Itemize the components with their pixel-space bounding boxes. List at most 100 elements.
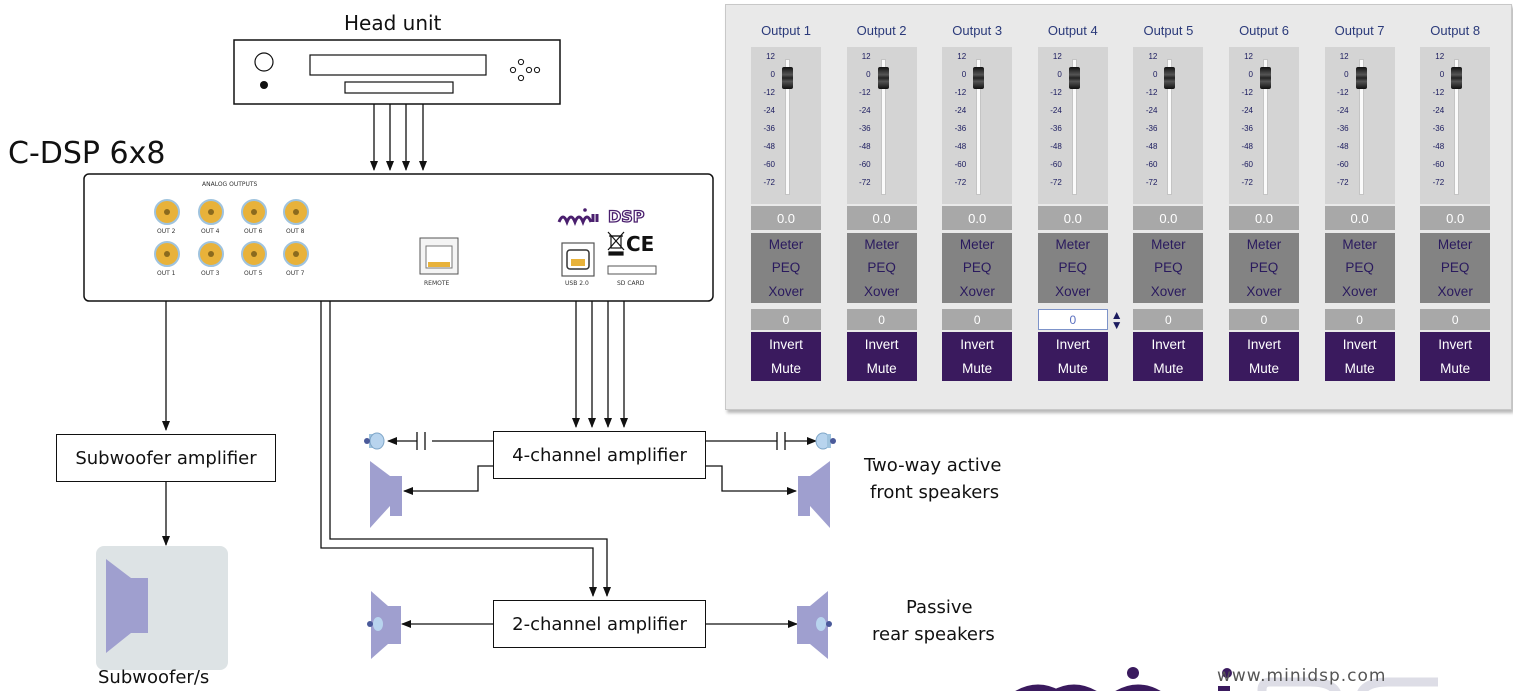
peq-button[interactable]: PEQ: [867, 260, 896, 276]
meter-button[interactable]: Meter: [1437, 237, 1473, 253]
xover-button[interactable]: Xover: [1150, 283, 1187, 299]
usb-port: [561, 242, 595, 277]
invert-button[interactable]: Invert: [1438, 336, 1473, 352]
scale-tick-label: -48: [1337, 142, 1349, 151]
gain-value[interactable]: 0.0: [942, 206, 1013, 230]
peq-button[interactable]: PEQ: [962, 260, 992, 276]
scale-tick-label: -48: [1050, 142, 1062, 151]
gain-slider-knob[interactable]: [1164, 67, 1176, 89]
gain-value[interactable]: 0.0: [846, 206, 917, 230]
gain-value[interactable]: 0.0: [1420, 206, 1491, 230]
output-title: Output 6: [1239, 23, 1289, 38]
invert-mute-buttons: Invert Mute: [846, 332, 917, 381]
gain-slider-track[interactable]: [1167, 59, 1173, 195]
xover-button[interactable]: Xover: [1246, 283, 1282, 299]
delay-spinner-arrows[interactable]: ▲▼: [1110, 308, 1123, 332]
invert-button[interactable]: Invert: [1247, 336, 1281, 352]
invert-button[interactable]: Invert: [1055, 336, 1090, 352]
gain-slider-track[interactable]: [1358, 59, 1364, 195]
meter-button[interactable]: Meter: [1342, 237, 1377, 253]
scale-tick-label: 12: [766, 52, 775, 61]
mute-button[interactable]: Mute: [1153, 361, 1184, 377]
gain-slider-track[interactable]: [976, 59, 982, 195]
xover-button[interactable]: Xover: [1055, 283, 1091, 299]
dsp-to-4ch-arrows: [572, 301, 628, 428]
peq-button[interactable]: PEQ: [1345, 260, 1374, 276]
meter-button[interactable]: Meter: [959, 237, 995, 253]
delay-input[interactable]: 0: [1324, 309, 1395, 330]
mute-button[interactable]: Mute: [866, 361, 897, 377]
delay-input[interactable]: 0: [751, 309, 821, 330]
peq-button[interactable]: PEQ: [1154, 260, 1183, 276]
gain-slider-track[interactable]: [1071, 59, 1077, 195]
xover-button[interactable]: Xover: [768, 283, 804, 299]
out-label: OUT 7: [286, 270, 305, 277]
meter-button[interactable]: Meter: [864, 237, 899, 253]
gain-slider-knob[interactable]: [1451, 67, 1463, 89]
xover-button[interactable]: Xover: [1437, 283, 1473, 299]
meter-button[interactable]: Meter: [1246, 237, 1282, 253]
gain-slider-knob[interactable]: [1260, 67, 1271, 89]
mute-button[interactable]: Mute: [770, 361, 801, 377]
gain-value[interactable]: 0.0: [1229, 206, 1299, 230]
invert-button[interactable]: Invert: [864, 336, 899, 352]
scale-tick-label: -60: [954, 160, 967, 169]
mute-button[interactable]: Mute: [1344, 361, 1375, 377]
peq-button[interactable]: PEQ: [1058, 260, 1088, 276]
peq-button[interactable]: PEQ: [1249, 260, 1279, 276]
meter-button[interactable]: Meter: [768, 237, 804, 253]
peq-button[interactable]: PEQ: [771, 260, 801, 276]
right-rear-speaker-icon: [797, 591, 832, 659]
gain-slider-knob[interactable]: [973, 67, 985, 89]
xover-button[interactable]: Xover: [959, 283, 995, 299]
invert-button[interactable]: Invert: [960, 336, 995, 352]
delay-input[interactable]: 0: [1420, 309, 1491, 330]
gain-slider-knob[interactable]: [782, 67, 793, 89]
scale-tick-label: -36: [1337, 124, 1349, 133]
mute-button[interactable]: Mute: [962, 361, 993, 377]
peq-button[interactable]: PEQ: [1440, 260, 1470, 276]
scale-tick-label: -36: [1050, 124, 1062, 133]
output-title: Output 8: [1430, 23, 1481, 38]
xover-button[interactable]: Xover: [1341, 283, 1378, 299]
scale-tick-label: -36: [1241, 124, 1253, 133]
gain-value[interactable]: 0.0: [751, 206, 821, 230]
processing-buttons: Meter PEQ Xover: [1037, 233, 1108, 303]
invert-button[interactable]: Invert: [1342, 336, 1377, 352]
invert-button[interactable]: Invert: [1151, 336, 1186, 352]
mute-button[interactable]: Mute: [1057, 361, 1088, 377]
sd-card-label: SD CARD: [617, 280, 645, 287]
gain-slider-track[interactable]: [1454, 59, 1460, 195]
invert-mute-buttons: Invert Mute: [942, 332, 1013, 381]
gain-slider-track[interactable]: [785, 59, 790, 195]
gain-value[interactable]: 0.0: [1133, 206, 1204, 230]
meter-button[interactable]: Meter: [1055, 237, 1091, 253]
gain-slider-knob[interactable]: [877, 67, 889, 89]
gain-value[interactable]: 0.0: [1037, 206, 1108, 230]
weee-symbol: [607, 231, 625, 256]
invert-button[interactable]: Invert: [769, 336, 803, 352]
head-to-dsp-arrows: [370, 104, 427, 171]
delay-input[interactable]: 0: [1133, 309, 1204, 330]
meter-button[interactable]: Meter: [1151, 237, 1186, 253]
remote-port: [419, 237, 459, 275]
delay-input[interactable]: 0: [1229, 309, 1299, 330]
delay-input[interactable]: 0: [1037, 309, 1108, 330]
mute-button[interactable]: Mute: [1440, 361, 1471, 377]
delay-input[interactable]: 0: [846, 309, 917, 330]
xover-button[interactable]: Xover: [863, 283, 900, 299]
scale-tick-label: -72: [1432, 178, 1445, 187]
gain-slider-track[interactable]: [1263, 59, 1268, 195]
mute-button[interactable]: Mute: [1248, 361, 1279, 377]
gain-value[interactable]: 0.0: [1324, 206, 1395, 230]
remote-label: REMOTE: [424, 280, 450, 287]
delay-input[interactable]: 0: [942, 309, 1013, 330]
output-title: Output 1: [761, 23, 811, 38]
gain-slider-knob[interactable]: [1068, 67, 1080, 89]
subwoofer-amplifier-box: Subwoofer amplifier: [56, 434, 276, 482]
gain-slider-track[interactable]: [880, 59, 886, 195]
gain-slider-knob[interactable]: [1355, 67, 1367, 89]
